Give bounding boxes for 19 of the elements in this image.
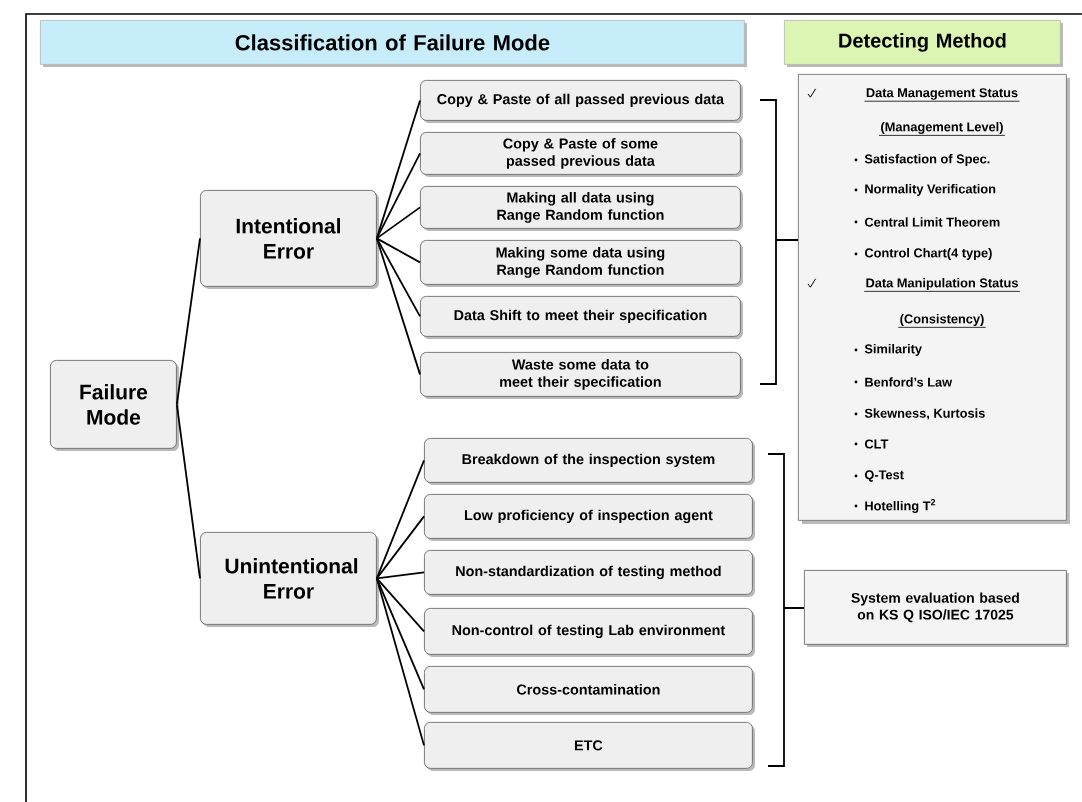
connector-line	[375, 206, 421, 240]
connector-line	[175, 237, 201, 406]
connector-line	[375, 459, 425, 580]
connector-line	[375, 571, 425, 580]
header-band: Detecting Method	[784, 20, 1063, 67]
connector-line	[375, 577, 425, 747]
connector-line	[375, 515, 425, 580]
connector-line	[375, 99, 421, 240]
connector-line	[375, 577, 425, 633]
connector-line	[175, 403, 201, 580]
category-box: Failure Mode	[50, 360, 179, 451]
connector-line	[375, 237, 421, 264]
connector-line	[375, 152, 421, 240]
header-band: Classification of Failure Mode	[40, 20, 747, 67]
connector-line	[375, 237, 421, 318]
category-box: Intentional Error	[200, 190, 379, 289]
connector-line	[375, 237, 421, 376]
category-box: Unintentional Error	[200, 532, 379, 627]
connector-line	[375, 577, 425, 691]
